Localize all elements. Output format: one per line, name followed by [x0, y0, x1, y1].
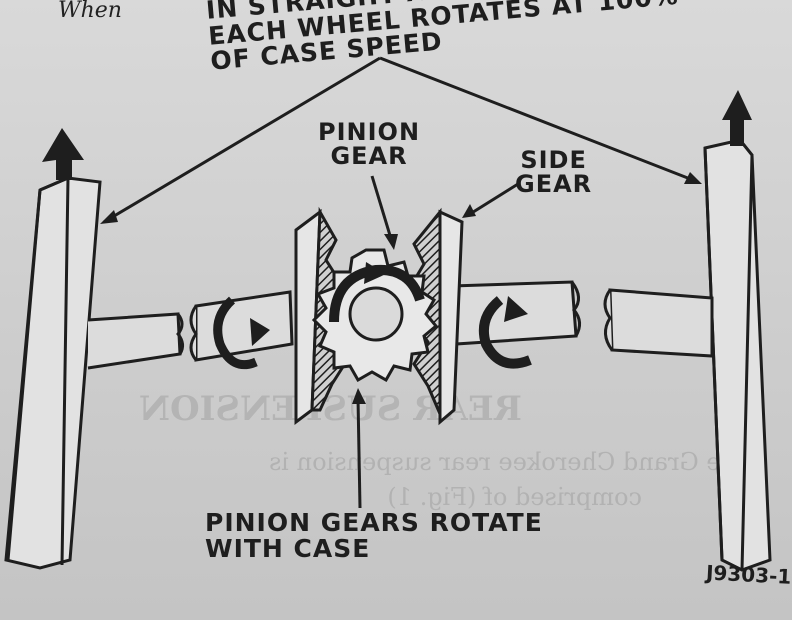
pinion-gear-line-2: GEAR	[330, 142, 408, 171]
leader-to-right-wheel	[379, 56, 699, 184]
rotation-arrow-icon	[213, 296, 270, 370]
pinion-gears-rotate-line-1: PINION GEARS ROTATE	[205, 508, 543, 537]
leader-arrowheads	[100, 172, 702, 404]
bleed-line-1: The Grand Cherokee rear suspension is	[269, 448, 752, 476]
bleed-line-2: comprised of (Fig. 1)	[387, 483, 642, 511]
leader-pinion-rotate	[356, 397, 362, 509]
leader-pinion-gear	[370, 175, 394, 243]
pinion-gear-line-1: PINION	[318, 118, 421, 146]
side-gear-line-2: GEAR	[515, 170, 593, 199]
side-gear-label: SIDE GEAR	[515, 148, 592, 197]
rotation-arrow-icon	[478, 296, 532, 369]
left-wheel	[4, 175, 102, 570]
bleed-through-text: REAR SUSPENSION The Grand Cherokee rear …	[139, 389, 752, 511]
pinion-gear	[311, 248, 439, 383]
leader-lines	[103, 56, 699, 509]
right-wheel	[703, 138, 772, 572]
leader-to-left-wheel	[103, 56, 381, 224]
bleed-heading: REAR SUSPENSION	[139, 389, 522, 429]
leader-side-gear	[469, 182, 519, 216]
page-header-text: When	[58, 0, 122, 23]
pinion-gear-label: PINION GEAR	[318, 120, 420, 169]
up-arrow-icon	[722, 90, 752, 146]
pinion-gears-rotate-line-2: WITH CASE	[205, 533, 371, 563]
up-arrow-icon	[42, 128, 84, 180]
pinion-gears-rotate-label: PINION GEARS ROTATE WITH CASE	[205, 510, 543, 561]
side-gear-line-1: SIDE	[520, 146, 587, 174]
